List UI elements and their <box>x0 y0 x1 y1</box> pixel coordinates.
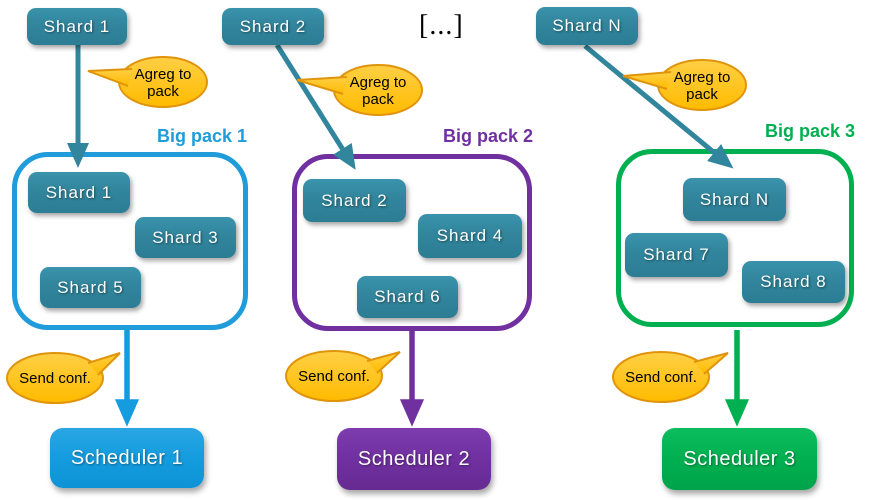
pack1-shard-a-label: Shard 1 <box>45 182 113 202</box>
pack2-title: Big pack 2 <box>442 126 533 146</box>
pack2-shard-a-label: Shard 2 <box>321 190 388 210</box>
pack2-shard-b: Shard 4 <box>418 214 522 258</box>
pack1-shard-b: Shard 3 <box>135 217 236 258</box>
pack3-title: Big pack 3 <box>764 121 855 141</box>
pack1-shard-c: Shard 5 <box>40 267 141 308</box>
pack1-shard-c-label: Shard 5 <box>57 277 124 297</box>
send-bubble-1-text: Send conf. <box>19 370 91 387</box>
scheduler-3-label: Scheduler 3 <box>683 447 796 470</box>
scheduler-2-label: Scheduler 2 <box>357 447 471 470</box>
arrow-shard2-to-pack2 <box>274 43 356 170</box>
pack1-title: Big pack 1 <box>156 126 247 146</box>
pack1-shard-b-label: Shard 3 <box>152 227 219 247</box>
agreg-bubble-3-text: Agreg to pack <box>673 69 731 103</box>
scheduler-3: Scheduler 3 <box>662 428 817 490</box>
agreg-bubble-2-shape <box>296 64 423 116</box>
pack1-shard-a: Shard 1 <box>28 172 130 213</box>
pack3-shard-c: Shard 8 <box>742 261 845 303</box>
agreg-bubble-1-text: Agreg to pack <box>134 66 192 100</box>
agreg-bubble-1-shape <box>87 56 208 108</box>
pack3-shard-a-label: Shard N <box>699 189 770 209</box>
agreg-bubble-2-text: Agreg to pack <box>349 74 407 108</box>
ellipsis-label: [...] <box>419 10 464 41</box>
agreg-bubble-3-shape <box>622 59 747 111</box>
pack2-shard-a: Shard 2 <box>303 179 406 222</box>
pack3-shard-a: Shard N <box>683 178 786 221</box>
source-shard-2: Shard 2 <box>222 8 324 45</box>
send-bubble-3-text: Send conf. <box>625 369 697 386</box>
scheduler-1-label: Scheduler 1 <box>70 446 184 469</box>
source-shard-n: Shard N <box>536 7 638 45</box>
send-bubble-2-shape <box>285 350 401 402</box>
pack2-shard-b-label: Shard 4 <box>436 226 504 245</box>
send-bubble-3-shape <box>612 351 729 403</box>
pack2-shard-c: Shard 6 <box>357 276 458 318</box>
source-shard-1-label: Shard 1 <box>43 16 111 36</box>
pack3-shard-b: Shard 7 <box>625 233 728 277</box>
send-bubble-2-text: Send conf. <box>298 368 370 385</box>
arrow-shardN-to-pack3 <box>583 44 734 169</box>
source-shard-1: Shard 1 <box>27 8 127 45</box>
scheduler-1: Scheduler 1 <box>50 428 204 488</box>
pack3-shard-c-label: Shard 8 <box>760 272 827 291</box>
pack2-shard-c-label: Shard 6 <box>374 287 441 306</box>
source-shard-n-label: Shard N <box>552 16 622 35</box>
send-bubble-1-shape <box>6 352 121 404</box>
source-shard-2-label: Shard 2 <box>239 16 307 36</box>
pack3-shard-b-label: Shard 7 <box>643 245 710 264</box>
scheduler-2: Scheduler 2 <box>337 428 491 490</box>
